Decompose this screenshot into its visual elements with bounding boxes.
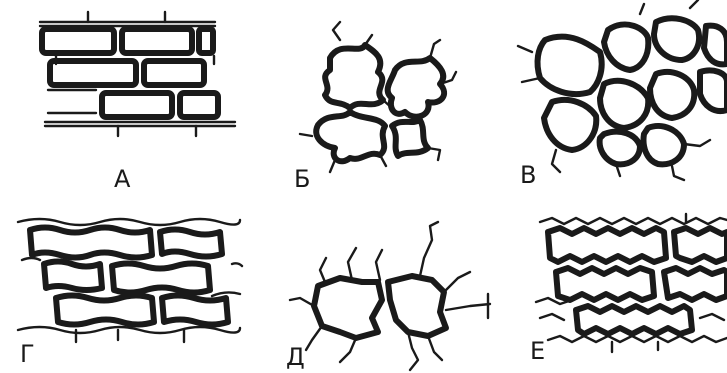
- panel-label-d: Д: [286, 343, 305, 371]
- panel-label-v: В: [520, 161, 536, 189]
- panel-label-e: Е: [530, 337, 545, 365]
- panel-label-b: Б: [294, 165, 310, 193]
- panel-v-polygonal-cells: [518, 0, 727, 180]
- panel-label-a: А: [114, 165, 131, 193]
- panel-e-zigzag-cells: [536, 214, 727, 352]
- panel-b-sinuous-cells: [300, 22, 456, 172]
- panel-g-elongated-wavy-cells: [18, 219, 242, 342]
- panel-a-rectangular-cells: [40, 12, 235, 136]
- panel-label-g: Г: [20, 340, 35, 368]
- panel-d-irregular-cells: [290, 222, 490, 370]
